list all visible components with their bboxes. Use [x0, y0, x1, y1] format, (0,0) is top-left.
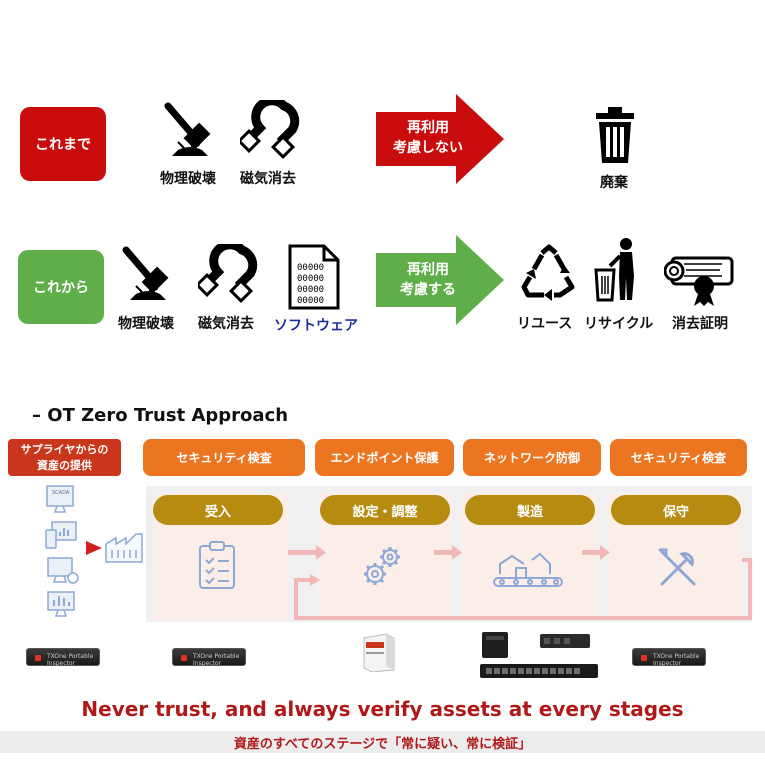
hammer-icon [122, 246, 169, 300]
scada-label: SCADA [52, 490, 70, 496]
stage-flow-arrows [288, 545, 752, 620]
row2-icon-label-2: 磁気消去 [198, 316, 254, 332]
arrow-text-no-reuse: 再利用 考慮しない [393, 120, 463, 156]
stage-pill-acceptance: 受入 [153, 495, 283, 525]
clipboard-checklist-icon [199, 541, 235, 589]
arrow-reuse [376, 235, 504, 325]
stage-pill-maintenance: 保守 [611, 495, 741, 525]
future-approach-badge: これから [18, 250, 104, 324]
arrow-no-reuse [376, 94, 504, 184]
row2-result-label-1: リユース [517, 316, 573, 332]
zero-trust-subtagline: 資産のすべてのステージで「常に疑い、常に検証」 [233, 737, 532, 752]
file-text-line: 00000 [297, 274, 324, 284]
subtagline-bar [0, 731, 765, 753]
stage-pill-configuration: 設定・調整 [320, 495, 450, 525]
row2-icon-label-1: 物理破壊 [118, 316, 174, 332]
row1-icon-label-1: 物理破壊 [160, 171, 216, 187]
recycle-icon [521, 244, 575, 301]
network-appliance-icon [480, 632, 598, 678]
zero-trust-tagline: Never trust, and always verify assets at… [81, 697, 684, 721]
row2-result-label-3: 消去証明 [672, 316, 728, 332]
tab-security-inspection-2: セキュリティ検査 [610, 439, 747, 476]
monitor-gear-icon [47, 557, 79, 584]
recycle-bin-person-icon [594, 238, 634, 302]
portable-inspector-device: TXOne Portable Inspector [632, 648, 706, 667]
software-file-icon: 00000 00000 00000 00000 [288, 244, 340, 310]
row2-result-label-2: リサイクル [584, 316, 654, 332]
portable-inspector-device: TXOne Portable Inspector [26, 648, 100, 667]
tab-security-inspection-1: セキュリティ検査 [143, 439, 305, 476]
arrow-to-factory-icon [86, 541, 102, 555]
ot-section-title: – OT Zero Trust Approach [32, 405, 289, 426]
factory-icon [105, 533, 143, 563]
magnet-icon [198, 244, 258, 304]
file-text-line: 00000 [297, 263, 324, 273]
tab-network-defense: ネットワーク防御 [463, 439, 601, 476]
monitor-bars-icon [47, 591, 75, 617]
row1-result-label: 廃棄 [600, 175, 628, 191]
hammer-icon [164, 102, 211, 156]
file-text-line: 00000 [297, 296, 324, 306]
file-text-line: 00000 [297, 285, 324, 295]
monitor-scada-icon [46, 485, 74, 513]
current-approach-badge: これまで [20, 107, 106, 181]
robot-arm-conveyor-icon [493, 552, 563, 587]
supplier-provision-box: サプライヤからの 資産の提供 [8, 439, 121, 476]
row2-icon-label-3: ソフトウェア [274, 318, 358, 334]
certificate-icon [664, 256, 734, 306]
magnet-icon [240, 100, 300, 160]
portable-inspector-device: TXOne Portable Inspector [172, 648, 246, 667]
trash-can-icon [596, 107, 634, 163]
monitor-chart-icon [45, 521, 77, 549]
tab-endpoint-protection: エンドポイント保護 [315, 439, 454, 476]
arrow-text-reuse: 再利用 考慮する [400, 262, 456, 298]
wrench-screwdriver-icon [658, 548, 696, 586]
software-box-icon [363, 633, 395, 672]
stage-pill-manufacturing: 製造 [465, 495, 595, 525]
row1-icon-label-2: 磁気消去 [240, 171, 296, 187]
gears-icon [364, 547, 400, 585]
